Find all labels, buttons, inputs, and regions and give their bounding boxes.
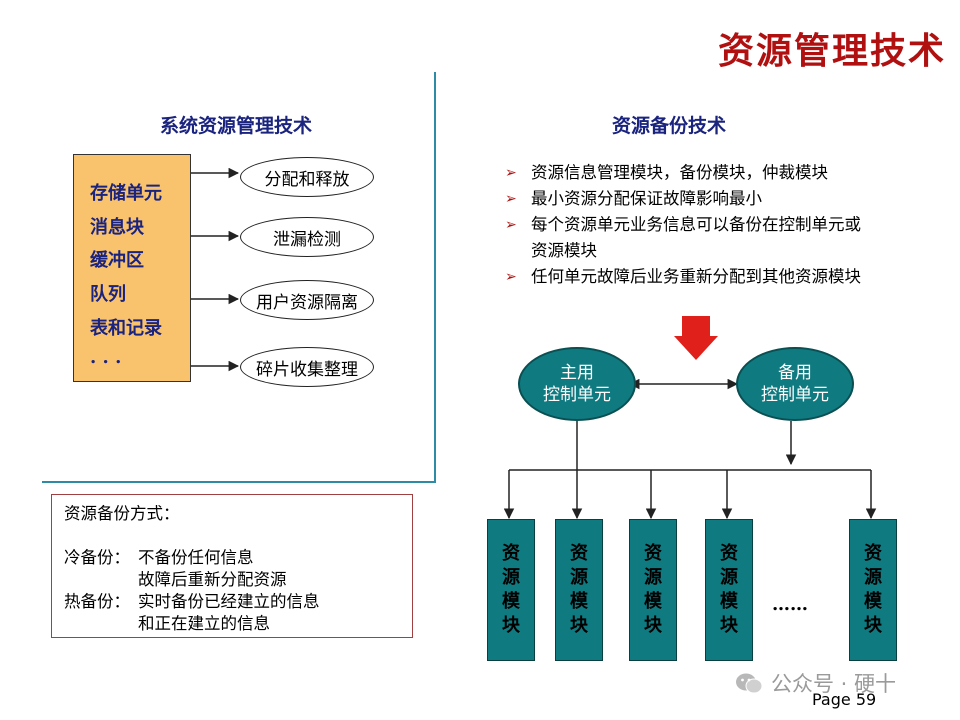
primary-controller: 主用 控制单元 xyxy=(518,347,636,421)
vertical-divider xyxy=(434,72,436,482)
oval-defrag: 碎片收集整理 xyxy=(240,347,374,387)
left-heading: 系统资源管理技术 xyxy=(160,115,313,137)
modules-ellipsis: …… xyxy=(772,594,808,615)
hot-backup-label: 热备份： xyxy=(64,592,130,611)
bullet-item: ➢资源信息管理模块，备份模块，仲裁模块 xyxy=(505,160,875,186)
hot-backup-line1: 实时备份已经建立的信息 xyxy=(138,592,320,611)
storage-item: 缓冲区 xyxy=(90,250,144,271)
backup-modes-box: 资源备份方式： 冷备份： 不备份任何信息 故障后重新分配资源 热备份： 实时备份… xyxy=(51,494,413,638)
primary-controller-line2: 控制单元 xyxy=(543,385,611,405)
oval-leak-detection: 泄漏检测 xyxy=(240,217,374,257)
page-title: 资源管理技术 xyxy=(717,31,946,72)
wechat-icon xyxy=(736,673,763,694)
oval-user-isolation: 用户资源隔离 xyxy=(240,280,374,320)
resource-module: 资源模块 xyxy=(487,519,535,661)
resource-module: 资源模块 xyxy=(629,519,677,661)
oval-alloc-release: 分配和释放 xyxy=(240,157,374,197)
page-number: Page 59 xyxy=(812,690,877,709)
storage-item: 队列 xyxy=(90,284,126,305)
bullet-item: ➢任何单元故障后业务重新分配到其他资源模块 xyxy=(505,264,875,290)
big-down-arrow xyxy=(674,316,718,360)
backup-controller-line2: 控制单元 xyxy=(761,385,829,405)
storage-item: 表和记录 xyxy=(90,318,162,339)
resource-module: 资源模块 xyxy=(555,519,603,661)
primary-controller-line1: 主用 xyxy=(560,363,594,383)
backup-controller: 备用 控制单元 xyxy=(736,347,854,421)
bullet-arrow-icon: ➢ xyxy=(505,269,517,285)
horizontal-divider xyxy=(42,481,436,483)
watermark: 公众号 · 硬十 xyxy=(735,668,896,698)
bullet-list: ➢资源信息管理模块，备份模块，仲裁模块 ➢最小资源分配保证故障影响最小 ➢每个资… xyxy=(505,160,875,290)
bullet-item: ➢最小资源分配保证故障影响最小 xyxy=(505,186,875,212)
backup-controller-line1: 备用 xyxy=(778,363,812,383)
resource-module: 资源模块 xyxy=(849,519,897,661)
storage-item: 消息块 xyxy=(90,217,144,238)
cold-backup-line1: 不备份任何信息 xyxy=(138,548,254,567)
storage-box: 存储单元 消息块 缓冲区 队列 表和记录 . . . xyxy=(73,154,191,382)
hot-backup-line2: 和正在建立的信息 xyxy=(138,614,270,633)
bullet-item: ➢每个资源单元业务信息可以备份在控制单元或资源模块 xyxy=(505,212,875,264)
cold-backup-label: 冷备份： xyxy=(64,548,130,567)
storage-item: . . . xyxy=(90,347,122,368)
bullet-arrow-icon: ➢ xyxy=(505,165,517,181)
storage-item: 存储单元 xyxy=(90,183,162,204)
right-heading: 资源备份技术 xyxy=(612,115,727,137)
resource-module: 资源模块 xyxy=(705,519,753,661)
backup-modes-heading: 资源备份方式： xyxy=(64,504,180,523)
cold-backup-line2: 故障后重新分配资源 xyxy=(138,570,287,589)
watermark-text: 公众号 · 硬十 xyxy=(771,672,897,696)
bullet-arrow-icon: ➢ xyxy=(505,217,517,233)
bullet-arrow-icon: ➢ xyxy=(505,191,517,207)
